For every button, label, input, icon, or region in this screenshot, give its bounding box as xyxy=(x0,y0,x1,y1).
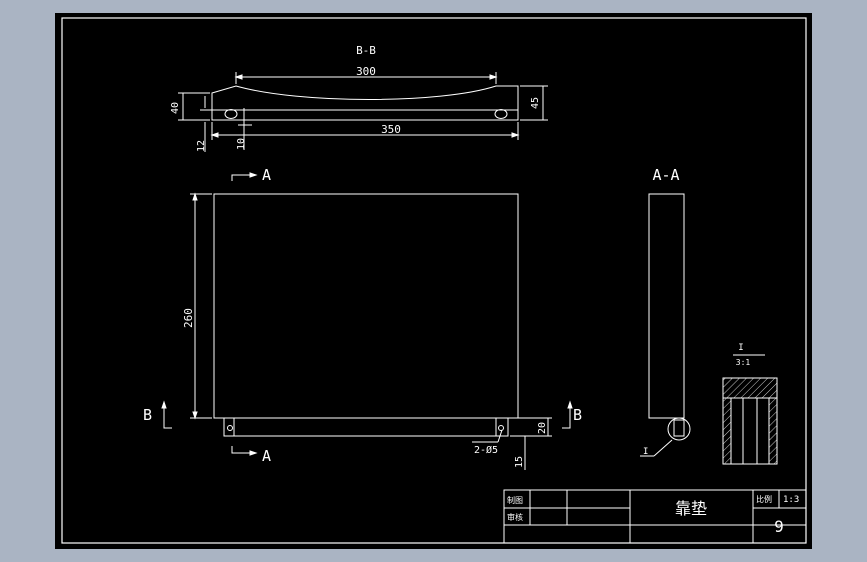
cut-arrow-left xyxy=(163,402,172,429)
tb-part-name: 靠垫 xyxy=(675,499,707,518)
section-bb-title: B-B xyxy=(356,44,376,57)
cut-arrow-right xyxy=(562,402,571,429)
detail-label: I xyxy=(738,343,743,353)
detail-view: I 3:1 xyxy=(722,343,778,465)
section-bb-hole-right xyxy=(494,109,508,119)
front-view: 260 20 15 2-Ø5 A A B B xyxy=(143,166,582,470)
section-aa-view: A-A I xyxy=(640,166,691,457)
drawing-frame xyxy=(61,17,807,544)
tb-drawn-label: 制图 xyxy=(507,495,523,505)
tb-sheet-number: 9 xyxy=(774,517,784,536)
rail-hole-left xyxy=(227,425,233,431)
detail-hatch-left xyxy=(722,397,732,465)
dim-20-text: 20 xyxy=(537,422,548,434)
section-bb-outline xyxy=(211,85,519,121)
dim-260-text: 260 xyxy=(182,308,195,328)
detail-hatch-right xyxy=(768,397,778,465)
cut-arrow-bottom xyxy=(231,446,256,454)
rail-hole-right xyxy=(498,425,504,431)
cut-arrow-top xyxy=(231,174,256,181)
cut-label-right: B xyxy=(573,406,582,424)
cut-arrow-left-head xyxy=(161,400,167,409)
detail-hatch-top xyxy=(722,377,778,399)
title-block: 制图 审核 靠垫 比例 1:3 9 xyxy=(503,489,807,544)
section-bb-view: B-B 300 350 40 45 12 10 xyxy=(170,44,548,152)
dim-260-arrows xyxy=(192,192,198,420)
detail-scale: 3:1 xyxy=(736,358,751,367)
hole-note-leader xyxy=(497,429,503,443)
tb-scale-value: 1:3 xyxy=(783,495,799,505)
section-bb-hole-left xyxy=(224,109,238,119)
drawing-sheet xyxy=(55,13,812,549)
front-view-bottom-rail xyxy=(223,417,509,437)
dim-350-text: 350 xyxy=(381,123,401,136)
hole-note-text: 2-Ø5 xyxy=(474,444,498,456)
section-aa-outline xyxy=(648,193,685,419)
title-block-frame xyxy=(503,489,807,544)
detail-callout-label: I xyxy=(643,447,648,457)
cut-arrow-bottom-head xyxy=(249,450,258,456)
cut-arrow-right-head xyxy=(567,400,573,409)
dim-45-text: 45 xyxy=(530,97,541,109)
detail-callout-circle xyxy=(667,417,691,441)
dim-300-text: 300 xyxy=(356,65,376,78)
tb-scale-label: 比例 xyxy=(756,494,772,504)
dim-10-text: 10 xyxy=(236,138,247,150)
dim-15-text: 15 xyxy=(514,456,525,468)
cut-label-bottom: A xyxy=(262,447,271,465)
dim-40-text: 40 xyxy=(170,102,181,114)
dim-300-arrows xyxy=(234,74,498,80)
section-aa-title: A-A xyxy=(652,166,679,184)
cut-arrow-top-head xyxy=(249,172,258,178)
cut-label-left: B xyxy=(143,406,152,424)
cut-label-top: A xyxy=(262,166,271,184)
dim-12-text: 12 xyxy=(196,140,207,152)
section-aa-rail xyxy=(673,419,685,437)
detail-callout-leader xyxy=(653,439,673,457)
tb-checked-label: 审核 xyxy=(507,512,523,522)
dim-350-arrows xyxy=(210,132,520,138)
